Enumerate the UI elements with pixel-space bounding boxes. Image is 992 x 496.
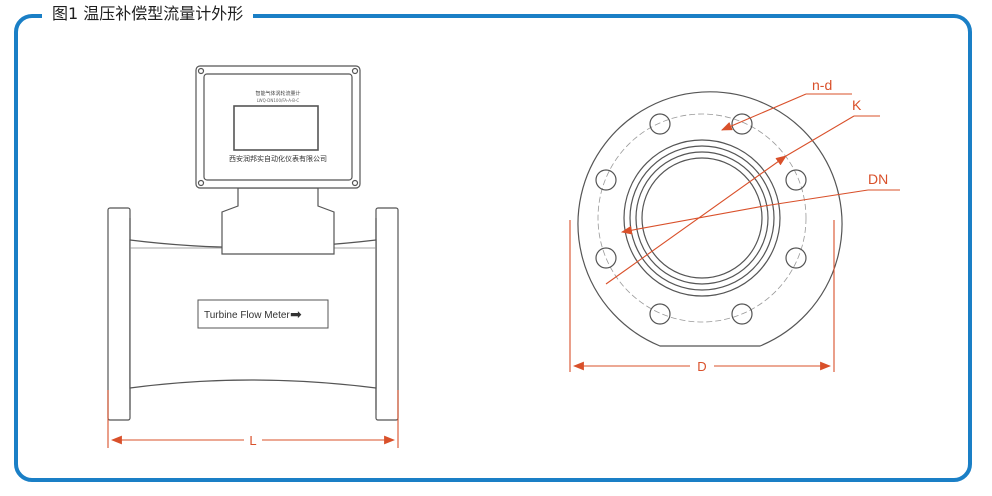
meter-neck [221,187,335,255]
bolt-hole [595,169,617,191]
body-label: Turbine Flow Meter [204,310,290,321]
body-label-box [197,299,329,329]
figure-title: 图1 温压补偿型流量计外形 [42,4,254,24]
bolt-circle [597,113,807,323]
bore-outer [623,139,781,297]
bolt-hole [785,247,807,269]
flange-leaders [569,93,900,372]
outer-diameter-label: D [697,359,706,374]
bolt-hole [595,247,617,269]
flow-arrow-icon: ➡ [290,307,302,323]
length-dimension [107,390,399,448]
right-flange [375,207,399,421]
display-line2: LWQ-DN100/FA-A-B-C [257,98,300,103]
bore-inner [641,157,763,279]
left-flange [107,207,131,421]
flange-end-view [577,91,843,347]
bolt-circle-label: K [852,97,862,113]
nominal-diameter-label: DN [868,171,888,187]
display-screen [233,105,319,151]
length-label: L [249,433,256,448]
meter-side-view [107,65,399,421]
bolt-hole [649,113,671,135]
display-line1: 智能气体涡轮流量计 [255,90,300,97]
bolt-hole-label: n-d [812,77,832,93]
bolt-hole [649,303,671,325]
figure-frame [14,14,972,482]
flange-outline [577,91,843,347]
bolt-hole [785,169,807,191]
bolt-hole [731,303,753,325]
company-name: 西安润邦实自动化仪表有限公司 [229,154,327,163]
